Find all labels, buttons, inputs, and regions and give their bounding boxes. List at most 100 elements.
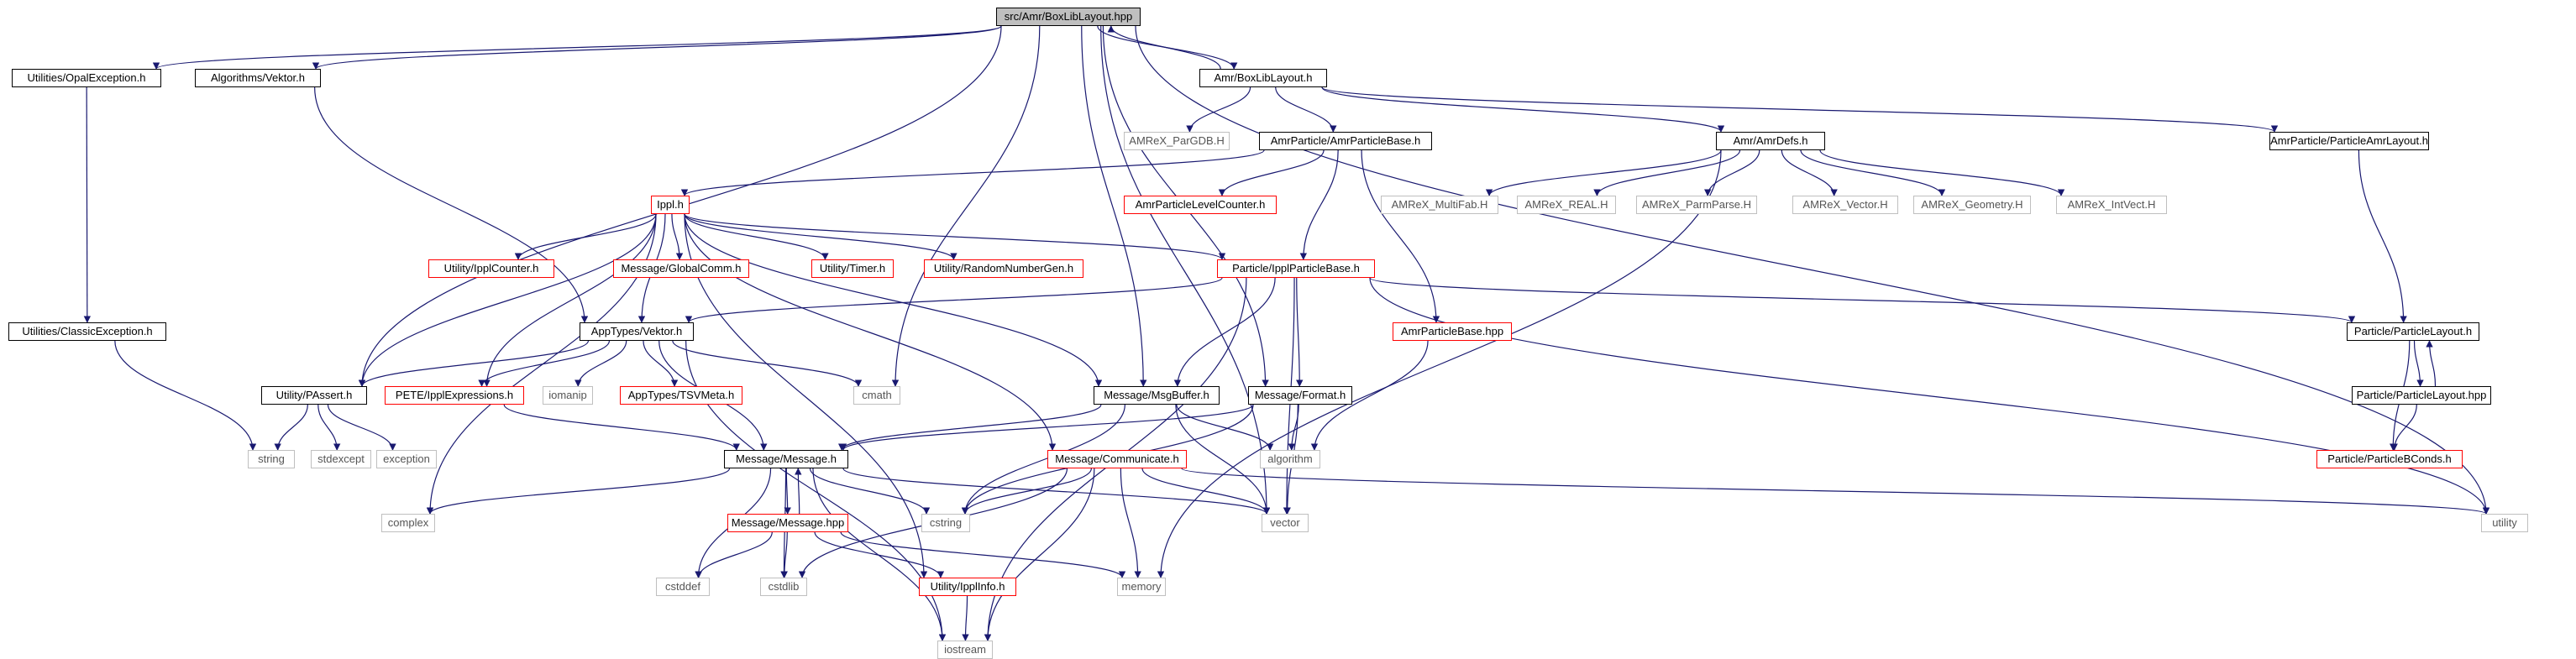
edge-amrpb-to-ipb xyxy=(1299,149,1339,260)
graph-node-apbhpp[interactable]: AmrParticleBase.hpp xyxy=(1393,322,1512,341)
graph-node-classicexc[interactable]: Utilities/ClassicException.h xyxy=(8,322,166,341)
edge-messageh-to-complex xyxy=(426,468,731,515)
graph-node-exception: exception xyxy=(376,450,437,468)
edge-communicate-to-memory xyxy=(1120,468,1141,578)
graph-node-aplc[interactable]: AmrParticleLevelCounter.h xyxy=(1124,196,1277,214)
graph-node-tsvmeta[interactable]: AppTypes/TSVMeta.h xyxy=(620,386,742,405)
edge-root-to-vector xyxy=(1100,25,1271,515)
edge-root-to-utility xyxy=(1135,25,2490,515)
graph-node-rng[interactable]: Utility/RandomNumberGen.h xyxy=(924,259,1083,278)
graph-node-ipplinfo[interactable]: Utility/IpplInfo.h xyxy=(919,578,1016,596)
graph-node-stdexcept: stdexcept xyxy=(311,450,371,468)
graph-node-algorithm: algorithm xyxy=(1260,450,1320,468)
edge-root-to-msgbuffer xyxy=(1081,25,1147,387)
edge-playouthpp-to-pbconds xyxy=(2390,404,2417,451)
graph-node-ipb[interactable]: Particle/IpplParticleBase.h xyxy=(1217,259,1375,278)
edge-amrdefs-to-memory xyxy=(1157,149,1722,578)
graph-node-messageh[interactable]: Message/Message.h xyxy=(724,450,848,468)
edge-msgbuffer-to-cstring xyxy=(961,404,1125,515)
edge-ipb-to-format xyxy=(1296,277,1304,387)
edge-format-to-messageh xyxy=(839,404,1254,451)
graph-node-msgbuffer[interactable]: Message/MsgBuffer.h xyxy=(1094,386,1220,405)
graph-node-iomanip: iomanip xyxy=(543,386,593,405)
graph-node-format[interactable]: Message/Format.h xyxy=(1248,386,1352,405)
edge-msgbuffer-to-messageh xyxy=(838,404,1102,451)
graph-node-root[interactable]: src/Amr/BoxLibLayout.hpp xyxy=(996,8,1141,26)
graph-node-pargdb: AMReX_ParGDB.H xyxy=(1124,132,1230,150)
graph-node-cstdlib: cstdlib xyxy=(760,578,807,596)
edge-playouthpp-to-playout xyxy=(2426,340,2437,387)
edge-messageh-to-messagehpp xyxy=(784,468,791,515)
graph-node-cmath: cmath xyxy=(853,386,900,405)
edge-root-to-cmath xyxy=(891,25,1041,387)
graph-node-opalexc[interactable]: Utilities/OpalException.h xyxy=(12,69,161,87)
graph-node-utility: utility xyxy=(2481,514,2528,532)
graph-node-vector: vector xyxy=(1262,514,1309,532)
edge-msgbuffer-to-vector xyxy=(1175,404,1271,515)
edge-root-to-algvektor xyxy=(312,25,1002,70)
edge-ipb-to-aptvektor xyxy=(685,277,1223,323)
graph-node-iostream: iostream xyxy=(937,641,993,659)
graph-node-cstring: cstring xyxy=(921,514,970,532)
edge-aptvektor-to-passert xyxy=(358,340,589,387)
graph-node-playouthpp[interactable]: Particle/ParticleLayout.hpp xyxy=(2352,386,2491,405)
edge-ippl-to-ipplcounter xyxy=(514,213,657,260)
edge-communicate-to-vector xyxy=(1141,468,1271,515)
graph-node-multifab: AMReX_MultiFab.H xyxy=(1381,196,1498,214)
graph-node-amrdefs[interactable]: Amr/AmrDefs.h xyxy=(1716,132,1825,150)
edge-ippl-to-rng xyxy=(684,213,957,260)
graph-node-ippl[interactable]: Ippl.h xyxy=(651,196,690,214)
edge-amrdefs-to-real xyxy=(1593,149,1741,196)
edge-amrdefs-to-amrvector xyxy=(1781,149,1838,196)
graph-node-ipplexpr[interactable]: PETE/IpplExpressions.h xyxy=(385,386,524,405)
edge-messagehpp-to-cstdlib xyxy=(780,531,788,578)
edge-ippl-to-passert xyxy=(358,213,657,387)
edge-communicate-to-iostream xyxy=(984,468,1095,641)
graph-node-amrpb[interactable]: AmrParticle/AmrParticleBase.h xyxy=(1259,132,1432,150)
edge-aptvektor-to-ipplexpr xyxy=(478,340,611,387)
edge-format-to-algorithm xyxy=(1288,404,1299,451)
graph-node-aptvektor[interactable]: AppTypes/Vektor.h xyxy=(580,322,694,341)
edge-apbhpp-to-algorithm xyxy=(1310,340,1429,451)
graph-node-timer[interactable]: Utility/Timer.h xyxy=(811,259,894,278)
edge-messagehpp-to-memory xyxy=(840,531,1126,578)
graph-node-real: AMReX_REAL.H xyxy=(1517,196,1616,214)
edge-ippl-to-msgbuffer xyxy=(684,213,1103,387)
edge-ipplexpr-to-messageh xyxy=(503,404,740,451)
edge-pal-to-playout xyxy=(2358,149,2407,323)
graph-node-passert[interactable]: Utility/PAssert.h xyxy=(261,386,367,405)
edge-root-to-opalexc xyxy=(153,25,1002,70)
edge-messageh-to-cstring xyxy=(809,468,931,515)
edge-amrpb-to-ippl xyxy=(681,149,1265,196)
edge-messagehpp-to-ipplinfo xyxy=(814,531,945,578)
edge-ipplinfo-to-iostream xyxy=(962,595,969,641)
graph-node-cstddef: cstddef xyxy=(656,578,710,596)
edge-ippl-to-ipplexpr xyxy=(483,213,657,387)
edge-amrbll-to-amrpb xyxy=(1275,86,1337,133)
graph-node-pal[interactable]: AmrParticle/ParticleAmrLayout.h xyxy=(2269,132,2429,150)
edge-msgbuffer-to-algorithm xyxy=(1176,404,1274,451)
graph-node-algvektor[interactable]: Algorithms/Vektor.h xyxy=(195,69,321,87)
edge-amrbll-to-pargdb xyxy=(1186,86,1251,133)
edge-ippl-to-globalcomm xyxy=(671,213,684,260)
edge-messagehpp-to-messageh xyxy=(795,468,802,515)
graph-node-amrbll[interactable]: Amr/BoxLibLayout.h xyxy=(1199,69,1327,87)
edge-messageh-to-vector xyxy=(842,468,1271,515)
edge-classicexc-to-string xyxy=(114,340,257,451)
graph-node-geometry: AMReX_Geometry.H xyxy=(1913,196,2031,214)
edge-amrdefs-to-multifab xyxy=(1485,149,1722,196)
graph-node-ipplcounter[interactable]: Utility/IpplCounter.h xyxy=(428,259,554,278)
graph-node-pbconds[interactable]: Particle/ParticleBConds.h xyxy=(2316,450,2463,468)
graph-node-globalcomm[interactable]: Message/GlobalComm.h xyxy=(613,259,749,278)
graph-node-intvect: AMReX_IntVect.H xyxy=(2056,196,2167,214)
edge-aptvektor-to-iomanip xyxy=(574,340,627,387)
edge-passert-to-exception xyxy=(327,404,396,451)
graph-node-communicate[interactable]: Message/Communicate.h xyxy=(1047,450,1187,468)
graph-node-playout[interactable]: Particle/ParticleLayout.h xyxy=(2347,322,2479,341)
graph-node-amrvector: AMReX_Vector.H xyxy=(1792,196,1898,214)
edge-passert-to-stdexcept xyxy=(317,404,341,451)
graph-node-messagehpp[interactable]: Message/Message.hpp xyxy=(727,514,848,532)
edge-amrbll-to-pal xyxy=(1321,86,2278,133)
edge-ippl-to-ipb xyxy=(684,213,1225,260)
edge-amrbll-to-amrdefs xyxy=(1321,86,1725,133)
